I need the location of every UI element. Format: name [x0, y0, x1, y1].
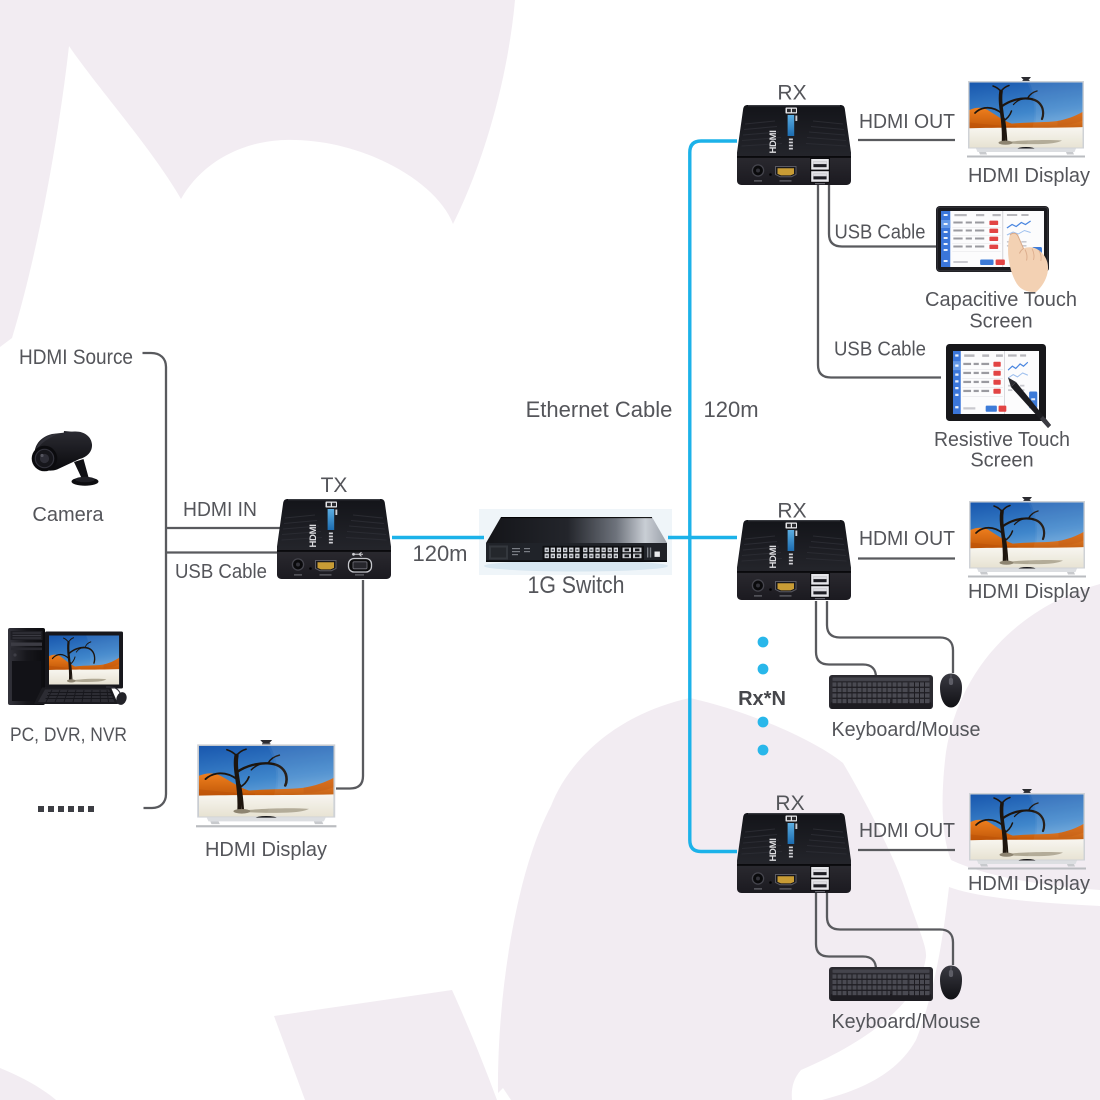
svg-text:HDMI Display: HDMI Display: [968, 581, 1090, 603]
svg-text:Keyboard/Mouse: Keyboard/Mouse: [832, 719, 981, 741]
svg-text:1G Switch: 1G Switch: [528, 572, 625, 599]
svg-text:Capacitive Touch: Capacitive Touch: [925, 289, 1077, 311]
svg-text:Rx*N: Rx*N: [738, 688, 786, 710]
svg-text:Ethernet Cable: Ethernet Cable: [526, 397, 673, 422]
svg-text:HDMI OUT: HDMI OUT: [859, 820, 955, 842]
svg-text:HDMI Source: HDMI Source: [19, 346, 133, 369]
svg-text:Screen: Screen: [970, 450, 1033, 472]
svg-text:Screen: Screen: [969, 311, 1032, 333]
svg-text:120m: 120m: [412, 541, 467, 566]
svg-text:RX: RX: [777, 82, 806, 105]
svg-text:RX: RX: [775, 792, 804, 815]
svg-text:USB Cable: USB Cable: [834, 339, 926, 361]
svg-text:120m: 120m: [704, 397, 759, 422]
svg-text:Resistive Touch: Resistive Touch: [934, 429, 1070, 451]
svg-text:USB Cable: USB Cable: [835, 222, 926, 244]
svg-text:HDMI Display: HDMI Display: [968, 873, 1090, 895]
svg-text:HDMI OUT: HDMI OUT: [859, 111, 955, 133]
svg-text:HDMI Display: HDMI Display: [968, 165, 1090, 187]
svg-text:Camera: Camera: [32, 504, 104, 526]
svg-text:HDMI Display: HDMI Display: [205, 839, 327, 861]
svg-text:Keyboard/Mouse: Keyboard/Mouse: [832, 1011, 981, 1033]
svg-text:HDMI OUT: HDMI OUT: [859, 528, 955, 550]
svg-text:PC, DVR, NVR: PC, DVR, NVR: [10, 725, 127, 746]
svg-text:RX: RX: [777, 500, 806, 523]
svg-text:HDMI IN: HDMI IN: [183, 499, 257, 521]
svg-text:USB Cable: USB Cable: [175, 561, 267, 583]
svg-text:TX: TX: [321, 474, 348, 497]
